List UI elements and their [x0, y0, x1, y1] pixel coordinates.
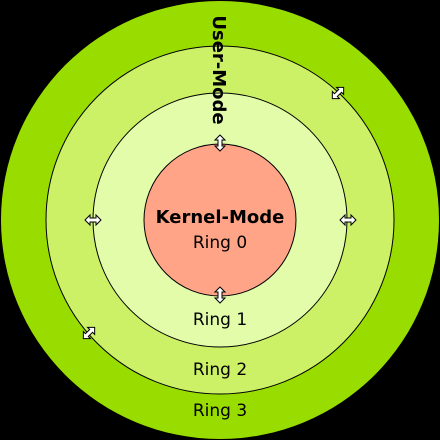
double-headed-arrow-icon [213, 286, 227, 304]
double-headed-arrow-icon [331, 86, 345, 100]
arrow-bottom-ring0-ring1 [213, 286, 227, 304]
double-headed-arrow-icon [82, 326, 96, 340]
arrow-top-ring0-ring1 [213, 134, 227, 152]
ring-2-label: Ring 2 [193, 360, 247, 380]
arrow-right-ring1-ring2 [339, 213, 357, 227]
double-headed-arrow-icon [84, 213, 102, 227]
user-mode-label: User-Mode [208, 15, 229, 124]
kernel-mode-label: Kernel-Mode [156, 207, 285, 228]
double-headed-arrow-icon [339, 213, 357, 227]
arrow-left-ring1-ring2 [84, 213, 102, 227]
ring-3-label: Ring 3 [193, 401, 247, 421]
ring-0-label: Ring 0 [193, 233, 247, 253]
arrow-upper-right-ring2-ring3 [331, 86, 345, 100]
arrow-lower-left-ring2-ring3 [82, 326, 96, 340]
ring-1-label: Ring 1 [193, 310, 247, 330]
double-headed-arrow-icon [213, 134, 227, 152]
